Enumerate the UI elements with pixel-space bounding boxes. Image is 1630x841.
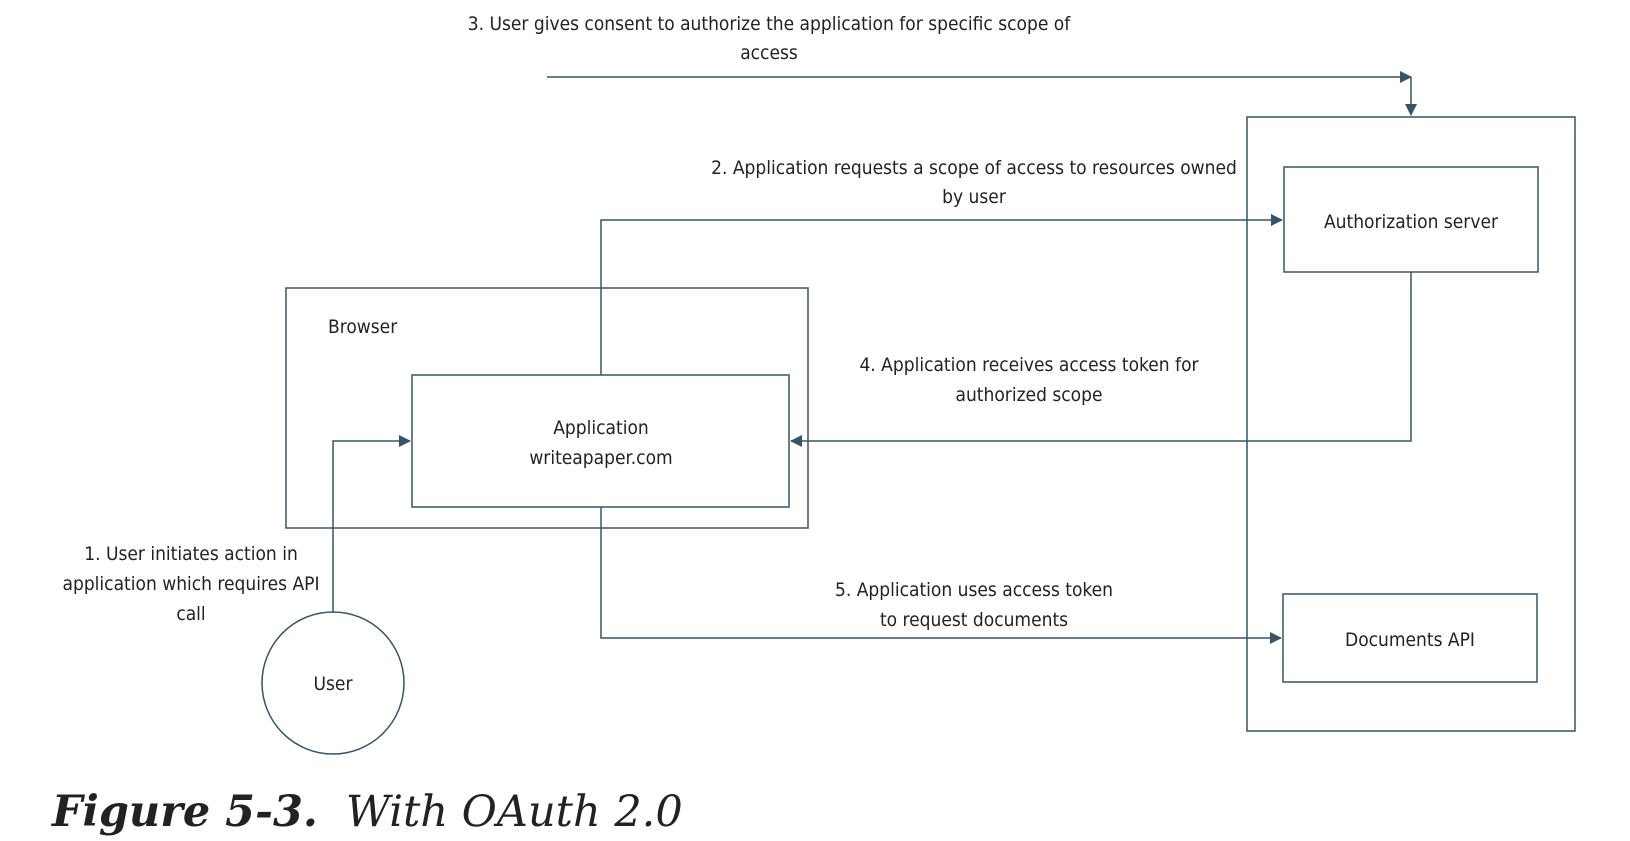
step1-arrow — [332, 435, 411, 612]
step3-label-line2: access — [740, 42, 798, 64]
application-domain-label: writeapaper.com — [529, 447, 672, 469]
figure-caption: Figure 5-3. With OAuth 2.0 — [52, 787, 683, 837]
figure-number: Figure 5-3. — [52, 787, 318, 837]
step2-arrow — [600, 214, 1283, 375]
step1-label-line3: call — [176, 603, 205, 625]
authorization-server-label: Authorization server — [1324, 211, 1499, 233]
figure-title: With OAuth 2.0 — [345, 787, 683, 837]
browser-label: Browser — [328, 316, 398, 338]
step5-arrow — [600, 507, 1282, 644]
documents-api-box — [1282, 593, 1538, 683]
application-label: Application — [553, 417, 649, 439]
user-label: User — [314, 673, 354, 695]
documents-api-label: Documents API — [1345, 629, 1475, 651]
step2-label-line1: 2. Application requests a scope of acces… — [711, 157, 1237, 179]
step5-label-line1: 5. Application uses access token — [835, 579, 1113, 601]
server-container-box — [1246, 116, 1576, 732]
step3-label-line1: 3. User gives consent to authorize the a… — [468, 13, 1072, 35]
step1-label-line1: 1. User initiates action in — [84, 543, 298, 565]
step4-arrow — [790, 272, 1412, 447]
step4-label-line1: 4. Application receives access token for — [859, 354, 1199, 376]
browser-box — [285, 287, 809, 529]
application-box — [411, 374, 790, 508]
step2-label-line2: by user — [942, 186, 1007, 208]
step1-label-line2: application which requires API — [62, 573, 319, 595]
step5-label-line2: to request documents — [880, 609, 1068, 631]
step4-label-line2: authorized scope — [956, 384, 1103, 406]
